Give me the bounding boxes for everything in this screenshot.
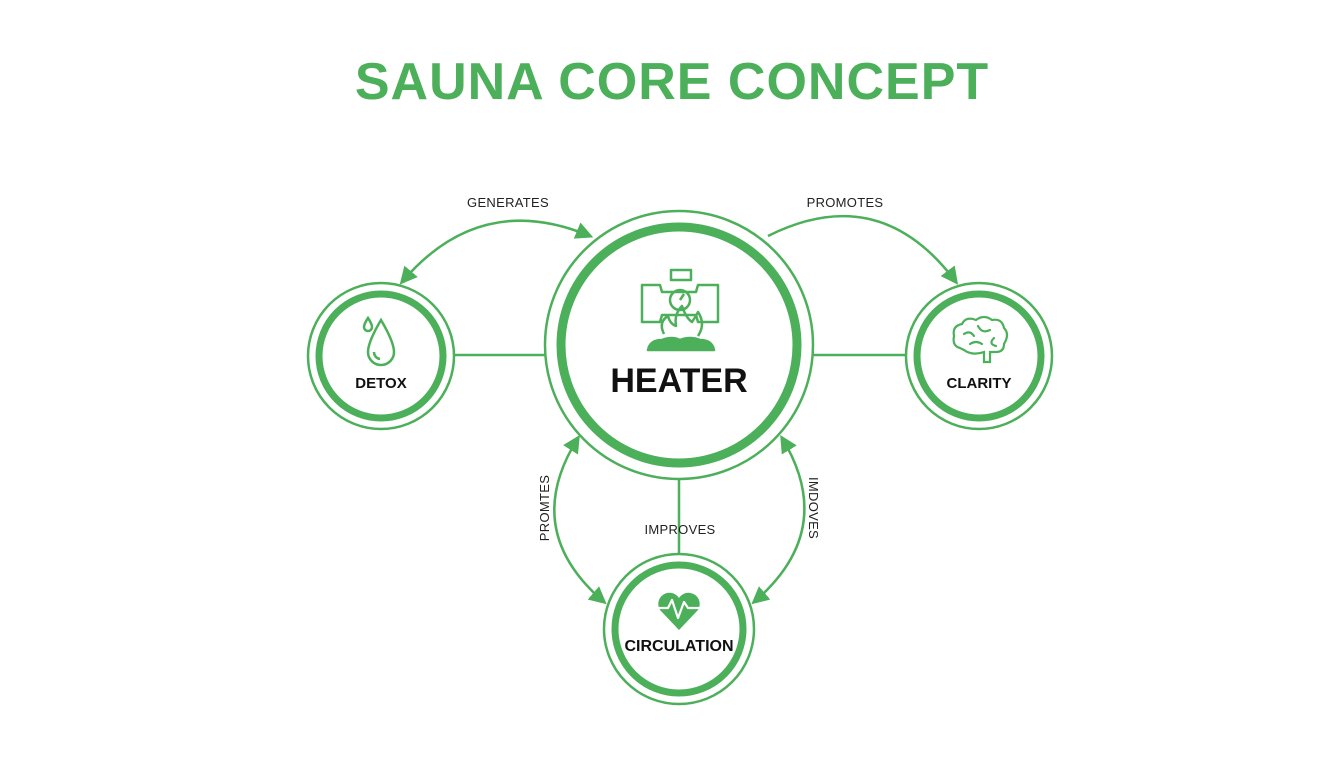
node-circulation: CIRCULATION bbox=[602, 552, 756, 706]
arrow-generates bbox=[399, 219, 594, 285]
edge-label-improves-right: IMDOVES bbox=[806, 477, 821, 539]
node-circulation-label: CIRCULATION bbox=[624, 638, 733, 655]
edge-label-promotes-left: PROMTES bbox=[537, 475, 552, 541]
arrow-promotes-top bbox=[767, 214, 959, 285]
arrow-improves-right bbox=[751, 435, 806, 605]
node-detox-label: DETOX bbox=[355, 375, 406, 392]
heart-pulse-icon bbox=[658, 592, 700, 630]
node-detox: DETOX bbox=[306, 281, 456, 431]
node-clarity-label: CLARITY bbox=[947, 375, 1012, 392]
edge-label-generates: GENERATES bbox=[467, 195, 549, 210]
heater-pipe-fire-icon bbox=[640, 268, 720, 352]
edge-label-improves-center: IMPROVES bbox=[644, 522, 715, 537]
node-clarity: CLARITY bbox=[904, 281, 1054, 431]
node-heater-label: HEATER bbox=[610, 362, 747, 400]
arrow-promotes-left bbox=[553, 435, 607, 605]
page-title: SAUNA CORE CONCEPT bbox=[354, 53, 990, 111]
water-drop-icon bbox=[362, 315, 396, 367]
brain-icon bbox=[952, 315, 1009, 364]
edge-label-promotes-top: PROMOTES bbox=[807, 195, 884, 210]
node-heater: HEATER bbox=[543, 209, 815, 481]
